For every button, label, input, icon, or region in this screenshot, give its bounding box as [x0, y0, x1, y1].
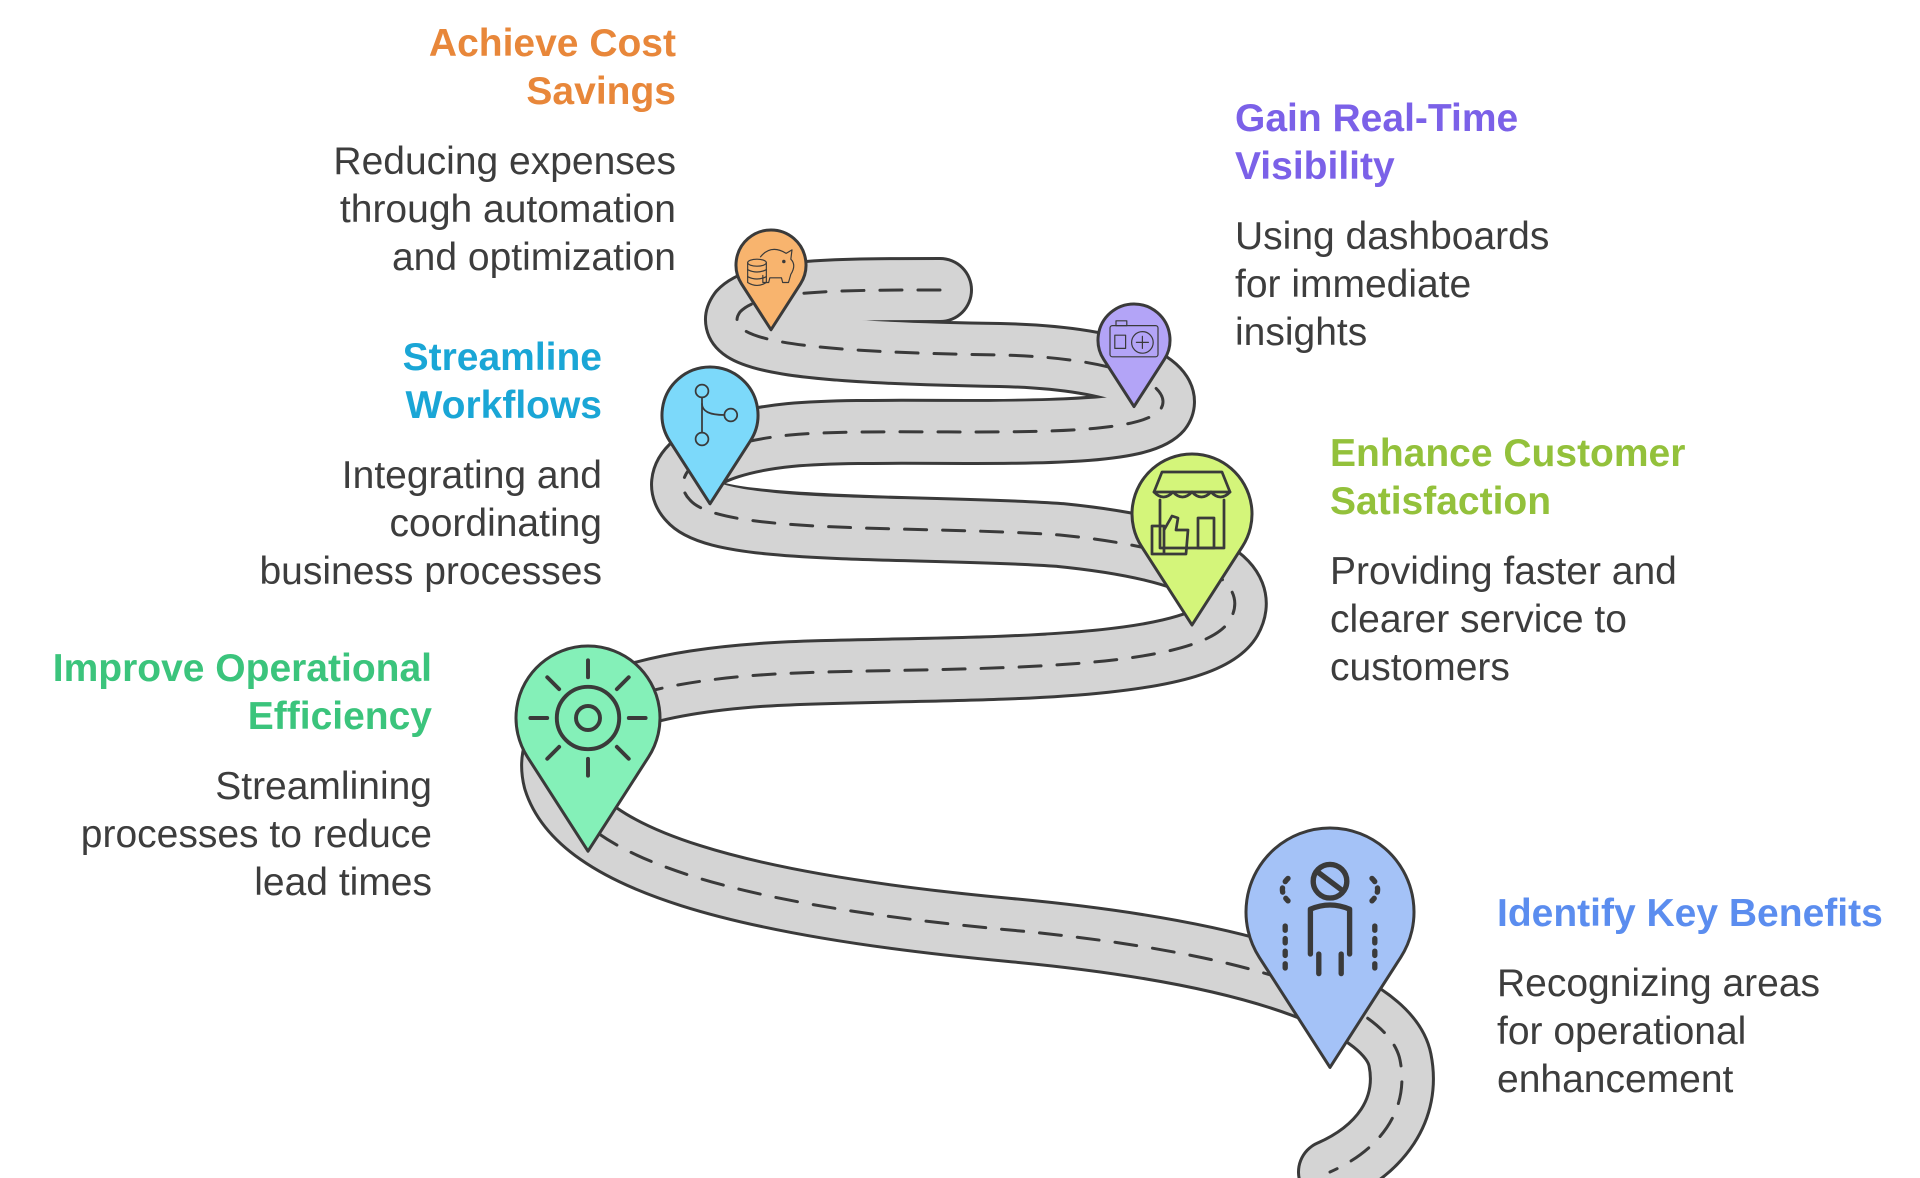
store-thumbs-up-icon [1150, 470, 1232, 556]
map-pin-identify-key-benefits [1244, 826, 1416, 1069]
milestone-title-line: Workflows [405, 384, 602, 427]
map-pin-shape [734, 228, 808, 332]
milestone-title-line: Enhance Customer [1330, 432, 1686, 475]
milestone-description-line: and optimization [391, 236, 676, 279]
milestone-description-line: through automation [339, 188, 676, 231]
milestone-description: Integrating and coordinating business proc… [182, 452, 602, 596]
map-pin-streamline-workflows [660, 365, 760, 506]
milestone-description-line: coordinating [389, 502, 602, 545]
milestone-title: Identify Key Benefits [1497, 890, 1917, 938]
milestone-title-line: Gain Real-Time [1235, 97, 1519, 140]
map-pin-achieve-cost-savings [734, 228, 808, 332]
milestone-description-line: lead times [254, 861, 432, 904]
map-pin-enhance-customer-satisfaction [1130, 452, 1254, 627]
map-pin-shape [1096, 302, 1172, 409]
milestone-description-line: business processes [259, 550, 602, 593]
gear-icon [528, 658, 648, 778]
milestone-title-line: Streamline [402, 336, 602, 379]
map-pin-gain-real-time-visibility [1096, 302, 1172, 409]
piggy-bank-icon [747, 248, 795, 286]
milestone-title-line: Achieve Cost [428, 22, 676, 65]
milestone-description-line: Streamlining [215, 765, 432, 808]
map-pin-improve-operational-efficiency [514, 644, 662, 853]
milestone-description-line: Integrating and [341, 454, 602, 497]
milestone-title-line: Visibility [1235, 145, 1395, 188]
milestone-title-line: Savings [526, 70, 676, 113]
milestone-description-line: Providing faster and [1330, 550, 1677, 593]
milestone-description-line: enhancement [1497, 1058, 1734, 1101]
milestone-description-line: insights [1235, 311, 1368, 354]
milestone-description: Streamlining processes to reduce lead time… [12, 763, 432, 907]
milestone-description-line: Reducing expenses [333, 140, 676, 183]
milestone-description-line: customers [1330, 646, 1510, 689]
milestone-description-line: Recognizing areas [1497, 962, 1821, 1005]
milestone-description-line: Using dashboards [1235, 215, 1550, 258]
milestone-title-line: Efficiency [247, 695, 432, 738]
milestone-description-line: processes to reduce [80, 813, 432, 856]
milestone-description-line: for operational [1497, 1010, 1747, 1053]
map-pin-shape [1244, 826, 1416, 1069]
workflow-branch-icon [694, 383, 739, 447]
people-icon [1279, 861, 1381, 977]
map-pin-shape [660, 365, 760, 506]
milestone-description-line: for immediate [1235, 263, 1472, 306]
milestone-identify-key-benefits: Identify Key Benefits Recognizing areas f… [1497, 890, 1917, 1104]
milestone-title-line: Satisfaction [1330, 480, 1552, 523]
milestone-description: Using dashboards for immediate insights [1235, 213, 1655, 357]
milestone-description: Reducing expenses through automation and o… [256, 138, 676, 282]
milestone-description-line: clearer service to [1330, 598, 1627, 641]
dashboard-camera-icon [1109, 320, 1159, 358]
milestone-description: Providing faster and clearer service to cu… [1330, 548, 1790, 692]
milestone-title-line: Identify Key Benefits [1497, 892, 1883, 935]
milestone-title-line: Improve Operational [52, 647, 432, 690]
milestone-description: Recognizing areas for operational enhancem… [1497, 960, 1917, 1104]
